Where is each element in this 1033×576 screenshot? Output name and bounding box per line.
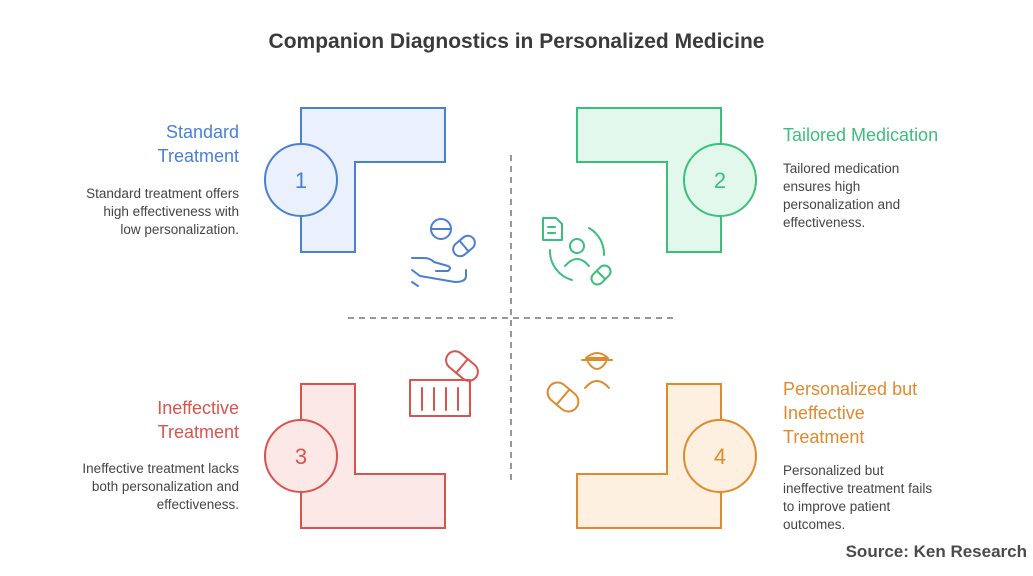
quadrant-4-title-line: Personalized but (783, 379, 918, 399)
description-line: Ineffective treatment lacks (82, 461, 239, 476)
quadrant-3-description: Ineffective treatment lacks both persona… (30, 460, 239, 514)
quadrant-3-shape: 3 (264, 383, 446, 529)
quadrant-1-title-line: Treatment (157, 146, 239, 166)
quadrant-2-number: 2 (714, 168, 726, 193)
quadrant-2-badge (683, 143, 757, 217)
description-line: high effectiveness with (103, 204, 239, 219)
doctor-capsule-icon (546, 352, 613, 413)
description-line: effectiveness. (156, 497, 239, 512)
description-line: Standard treatment offers (86, 186, 239, 201)
page-title: Companion Diagnostics in Personalized Me… (268, 30, 765, 53)
quadrant-3-title-line: Ineffective (157, 398, 239, 418)
quadrant-3-title: Ineffective Treatment (80, 396, 239, 444)
description-line: Personalized but (783, 463, 884, 478)
quadrant-4-title-line: Ineffective (783, 403, 865, 423)
quadrant-1-title-line: Standard (165, 122, 239, 142)
quadrant-3-badge (264, 419, 338, 493)
quadrant-1-badge (264, 143, 338, 217)
quadrant-3-title-line: Treatment (157, 422, 239, 442)
quadrant-4-description: Personalized but ineffective treatment f… (783, 462, 983, 534)
quadrant-1-shape: 1 (264, 107, 446, 253)
description-line: ensures high (783, 179, 861, 194)
description-line: effectiveness. (783, 215, 866, 230)
description-line: outcomes. (783, 517, 846, 532)
quadrant-1-description: Standard treatment offers high effective… (40, 185, 239, 239)
quadrant-2-shape: 2 (576, 107, 757, 253)
quadrant-1-number: 1 (295, 168, 307, 193)
patient-record-pill-icon (542, 217, 612, 286)
description-line: Tailored medication (783, 161, 900, 176)
description-line: to improve patient (783, 499, 891, 514)
quadrant-4-title-line: Treatment (783, 427, 865, 447)
hand-pill-icon (411, 218, 476, 287)
quadrant-1-title: Standard Treatment (80, 120, 239, 168)
source-credit: Source: Ken Research (845, 542, 1027, 561)
quadrant-2-title-line: Tailored Medication (783, 125, 939, 145)
quadrant-4-number: 4 (714, 444, 726, 469)
quadrant-2-title: Tailored Medication (783, 123, 1013, 147)
description-line: low personalization. (120, 222, 239, 237)
quadrant-2-description: Tailored medication ensures high persona… (783, 160, 983, 232)
quadrant-4-shape: 4 (576, 383, 757, 529)
description-line: ineffective treatment fails (783, 481, 933, 496)
description-line: personalization and (783, 197, 901, 212)
quadrant-3-number: 3 (295, 444, 307, 469)
description-line: both personalization and (91, 479, 239, 494)
quadrant-4-badge (683, 419, 757, 493)
pill-box-icon (409, 350, 479, 417)
quadrant-4-title: Personalized but Ineffective Treatment (783, 377, 1013, 449)
